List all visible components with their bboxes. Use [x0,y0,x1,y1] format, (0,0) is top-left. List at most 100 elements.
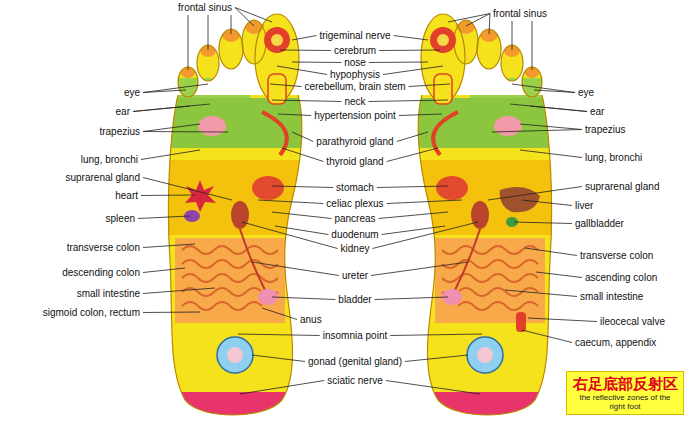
leader-line [409,84,450,87]
leader-line [379,212,448,219]
part-label: caecum, appendix [575,337,656,348]
part-label: gonad (genital gland) [308,356,402,367]
leader-line [522,200,572,206]
foot-mirror [400,0,570,425]
heel-band [150,392,320,425]
leader-line [143,178,232,201]
liver-zone [500,187,540,212]
leader-line [292,36,316,41]
leader-line [208,15,209,50]
eye-ear-zone [150,78,250,98]
abdomen-zone [150,160,320,235]
gonad-core [227,347,243,363]
leader-line [277,66,327,75]
leader-line [528,318,597,322]
part-label: ear [116,106,130,117]
part-label: bladder [338,294,371,305]
leader-line [386,381,480,395]
stomach-zone [252,176,284,200]
leader-line [270,84,301,87]
box-subtitle: the reflective zones of the right foot [571,393,679,411]
leader-line [252,262,339,276]
part-label: trigeminal nerve [319,30,390,41]
part-label: sigmoid colon, rectum [43,307,140,318]
part-label: suprarenal gland [585,181,660,192]
leader-line [525,248,577,256]
leader-line [262,308,297,320]
part-label: lung, bronchi [585,152,642,163]
leader-line [383,66,443,75]
heart-zone [185,180,216,212]
leader-line [387,148,438,162]
part-label: trapezius [99,126,140,137]
part-label: sciatic nerve [327,375,383,386]
leader-line [143,268,185,273]
leader-line [512,21,513,50]
part-label: ear [590,106,604,117]
leader-line [252,355,305,362]
part-label: hypertension point [314,110,396,121]
part-label: liver [575,200,593,211]
leader-line [390,334,482,336]
part-label: frontal sinus [178,2,232,13]
leader-line [143,124,200,132]
part-label: small intestine [580,291,643,302]
leader-line [512,84,575,93]
ureter-line [240,229,265,290]
part-label: eye [124,87,140,98]
leader-line [231,15,232,34]
part-label: transverse colon [580,250,653,261]
leader-line [534,90,575,93]
leader-line [143,131,228,133]
leader-line [488,187,582,201]
part-label: suprarenal gland [66,172,141,183]
title-box: 右足底部反射区the reflective zones of the right… [566,371,684,415]
leader-line [520,124,582,130]
leader-line [188,15,189,70]
leader-line [282,148,323,162]
leader-line [448,14,490,23]
part-label: cerebellum, brain stem [304,81,405,92]
part-label: gallbladder [575,218,624,229]
leader-line [280,50,331,52]
leader-line [240,381,324,395]
leader-line [514,222,572,224]
foot [150,0,320,425]
part-label: ureter [342,270,368,281]
leader-line [382,226,445,235]
trapezius-zone [198,116,226,136]
leader-line [466,14,490,27]
part-label: transverse colon [67,242,140,253]
part-label: descending colon [62,267,140,278]
part-label: nose [344,57,366,68]
leader-line [292,132,313,142]
leader-line [505,290,577,297]
leader-line [278,114,311,116]
part-label: anus [300,314,322,325]
part-label: frontal sinus [493,8,547,19]
leader-line [235,8,272,23]
leader-line [369,100,448,102]
part-label: spleen [106,213,135,224]
part-label: thyroid gland [326,156,383,167]
leader-line [372,222,478,249]
kidney-zone [231,201,249,229]
foot-outline [168,95,301,415]
leader-line [272,186,333,188]
leader-line [242,222,338,249]
part-label: heart [115,190,138,201]
part-label: stomach [336,182,374,193]
appendix-zone [516,312,526,332]
leader-line [141,195,195,197]
sole-ground [150,0,320,425]
part-label: small intestine [77,288,140,299]
leader-line [371,262,468,276]
leader-line [394,36,428,41]
leader-line [272,100,341,102]
leader-line [532,21,533,70]
part-label: ascending colon [585,272,657,283]
leader-line [369,62,428,64]
leader-line [143,312,200,314]
